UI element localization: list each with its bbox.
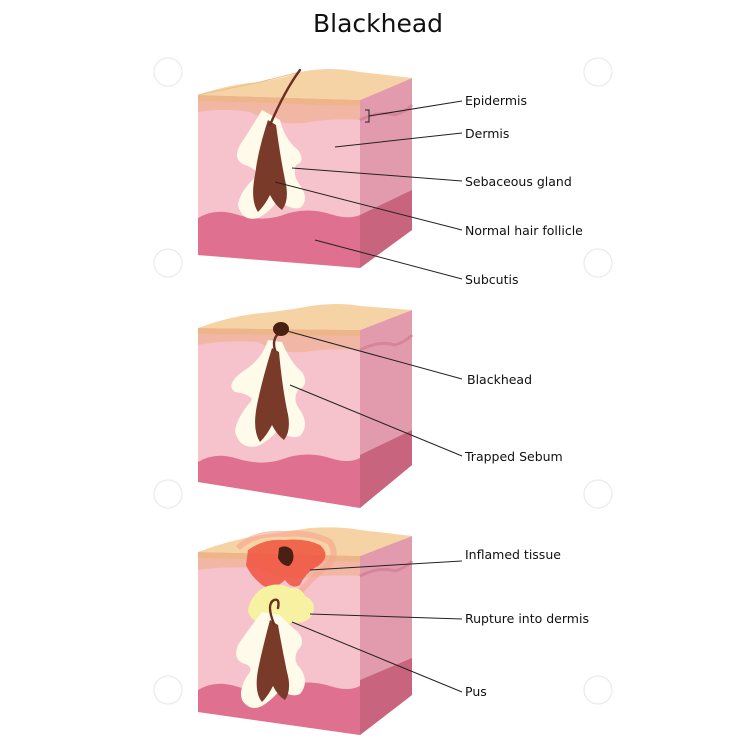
leaders-block-1 — [274, 100, 463, 280]
label-rupture-into-dermis: Rupture into dermis — [465, 611, 589, 626]
label-inflamed-tissue: Inflamed tissue — [465, 547, 561, 562]
label-subcutis: Subcutis — [465, 272, 518, 287]
label-blackhead: Blackhead — [467, 372, 532, 387]
label-sebaceous-gland: Sebaceous gland — [465, 174, 572, 189]
leaders-block-2 — [286, 330, 463, 457]
watermark-marks — [153, 57, 613, 705]
leaders-block-3 — [291, 560, 463, 693]
diagram-title: Blackhead — [313, 9, 443, 38]
label-trapped-sebum: Trapped Sebum — [464, 449, 563, 464]
skin-block-normal — [197, 68, 414, 268]
label-pus: Pus — [465, 684, 487, 699]
skin-block-inflamed — [198, 527, 414, 735]
label-normal-hair-follicle: Normal hair follicle — [465, 223, 583, 238]
label-epidermis: Epidermis — [465, 93, 527, 108]
label-dermis: Dermis — [465, 126, 509, 141]
skin-block-blackhead — [198, 304, 414, 508]
